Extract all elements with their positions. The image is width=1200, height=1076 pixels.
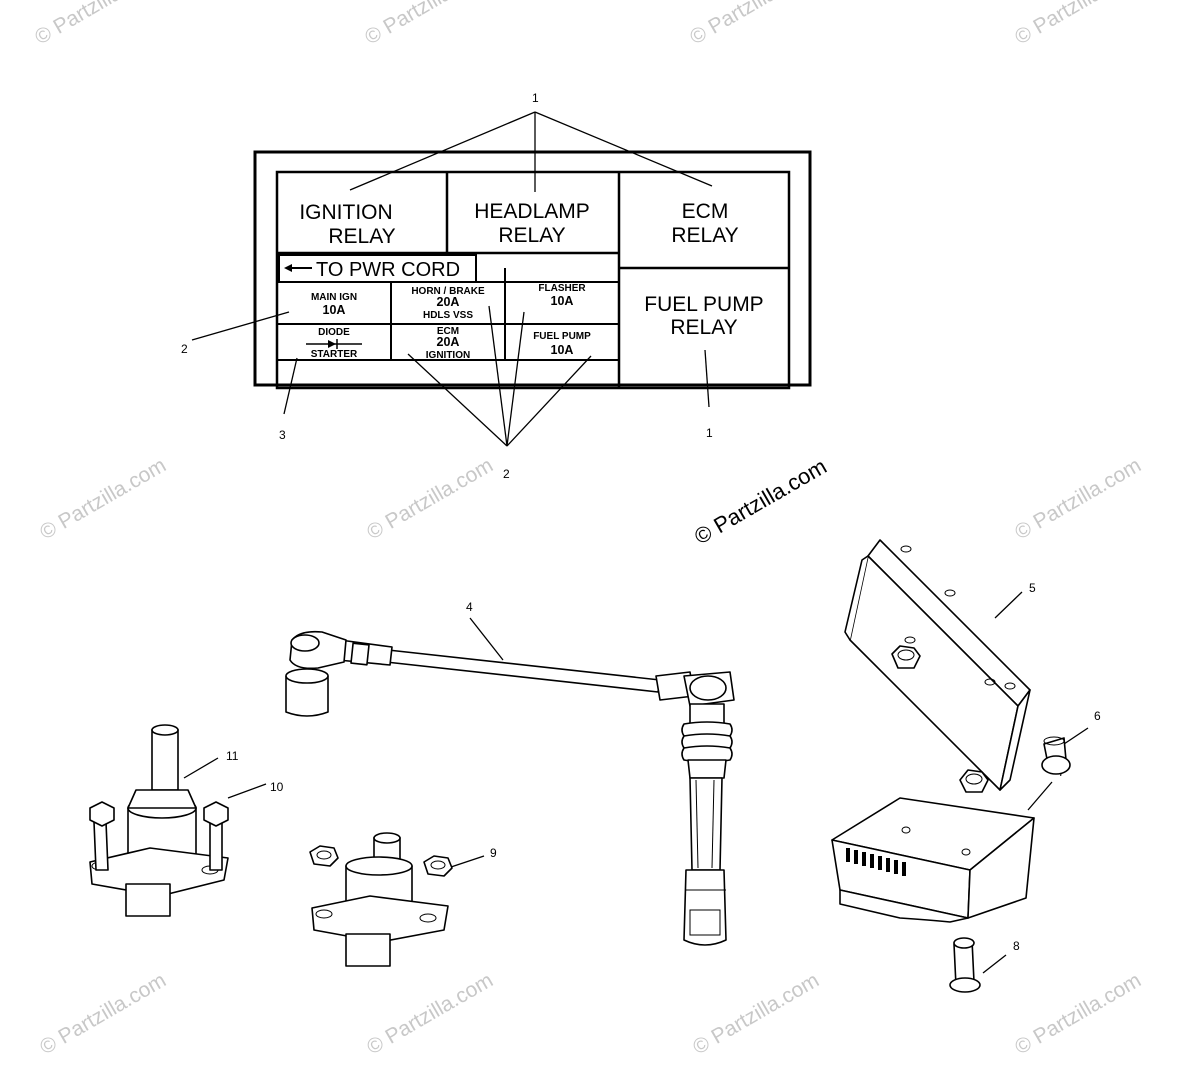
horn-brake-fuse-sub: HDLS VSS: [423, 310, 473, 321]
callout-9: 9: [490, 846, 497, 860]
ecm-relay-label: RELAY: [671, 224, 738, 247]
callout-10: 10: [270, 780, 284, 794]
arrow-left-icon: [284, 264, 312, 272]
watermark: © Partzilla.com: [1011, 0, 1145, 49]
ecm-fuse-label: ECM: [437, 326, 459, 337]
callout-4: 4: [466, 600, 473, 614]
main-ign-fuse-rating: 10A: [323, 303, 346, 317]
rivet-part: [1041, 727, 1089, 775]
diode-label: DIODE: [318, 327, 350, 338]
callout-2-left: 2: [181, 342, 188, 356]
spark-plug-wire-part: [285, 617, 735, 946]
starter-label: STARTER: [311, 349, 358, 360]
watermark: © Partzilla.com: [1011, 969, 1145, 1060]
ecm-fuse-rating: 20A: [437, 335, 460, 349]
copyright-stamp: © Partzilla.com: [690, 454, 831, 550]
callout-5: 5: [1029, 581, 1036, 595]
callout-numbers: 1 1 2 2 3 4 5 6 7 8 9 10 11: [181, 91, 1101, 953]
ecm-relay-label: ECM: [682, 200, 729, 223]
ignition-coil-nuts-part: [309, 832, 485, 967]
fuel-pump-relay-label: RELAY: [670, 316, 737, 339]
watermark: © Partzilla.com: [1011, 454, 1145, 545]
callout-1-bottom: 1: [706, 426, 713, 440]
ignition-coil-part: [89, 724, 267, 917]
watermark: © Partzilla.com: [363, 969, 497, 1060]
ecm-fuse-sub: IGNITION: [426, 350, 470, 361]
panel-leader-lines: [191, 111, 713, 447]
headlamp-relay-label: RELAY: [498, 224, 565, 247]
watermark: © Partzilla.com: [361, 0, 495, 49]
connector-pins: [846, 848, 906, 876]
fuse-panel-label: TO PWR CORD IGNITION RELAY HEADLAMP RELA…: [253, 150, 812, 390]
ignition-relay-label: RELAY: [328, 225, 395, 248]
callout-11: 11: [226, 749, 239, 763]
main-ign-fuse-label: MAIN IGN: [311, 292, 357, 303]
flasher-fuse-label: FLASHER: [538, 283, 586, 294]
bracket-part: [844, 539, 1031, 793]
callout-3: 3: [279, 428, 286, 442]
watermark: © Partzilla.com: [686, 0, 820, 49]
horn-brake-fuse-label: HORN / BRAKE: [411, 286, 485, 297]
ignition-relay-label: IGNITION: [299, 201, 392, 224]
to-pwr-cord-label: TO PWR CORD: [316, 259, 460, 281]
watermark: © Partzilla.com: [363, 454, 497, 545]
callout-2-bottom: 2: [503, 467, 510, 481]
headlamp-relay-label: HEADLAMP: [474, 200, 590, 223]
watermark: © Partzilla.com: [31, 0, 165, 49]
fuel-pump-relay-label: FUEL PUMP: [644, 293, 763, 316]
fuel-pump-fuse-rating: 10A: [551, 343, 574, 357]
horn-brake-fuse-rating: 20A: [437, 295, 460, 309]
diode-icon: [306, 339, 362, 349]
fuel-pump-fuse-label: FUEL PUMP: [533, 331, 591, 342]
watermark: © Partzilla.com: [689, 969, 823, 1060]
callout-6: 6: [1094, 709, 1101, 723]
flasher-fuse-rating: 10A: [551, 294, 574, 308]
callout-1-top: 1: [532, 91, 539, 105]
callout-8: 8: [1013, 939, 1020, 953]
watermark: © Partzilla.com: [36, 454, 170, 545]
bolt-part: [949, 937, 1007, 993]
ecm-module-part: [831, 781, 1053, 923]
watermark: © Partzilla.com: [36, 969, 170, 1060]
